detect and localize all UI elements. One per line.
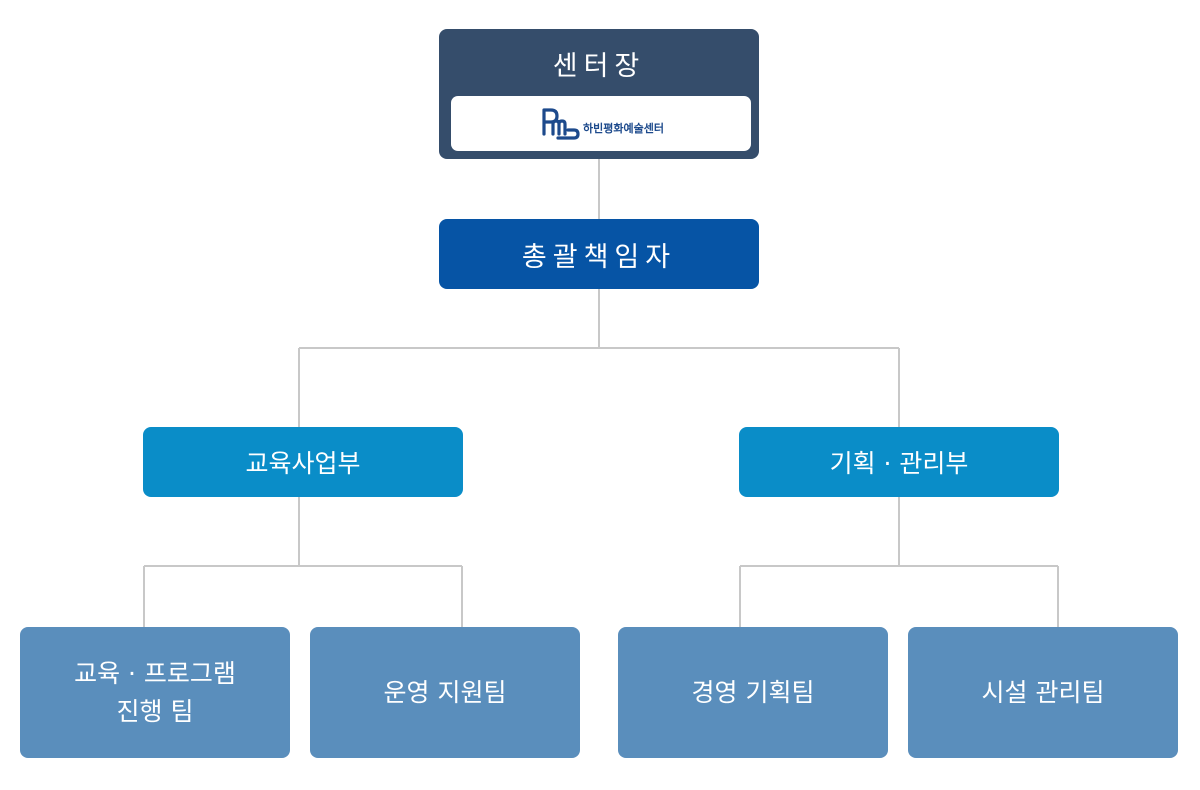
logo-text: 하빈평화예술센터 <box>583 121 664 135</box>
node-department-planning: 기획 · 관리부 <box>739 427 1059 497</box>
team-title-line1: 경영 기획팀 <box>691 677 815 707</box>
pme-logo-icon <box>542 107 580 140</box>
department-title: 교육사업부 <box>245 449 361 478</box>
department-title: 기획 · 관리부 <box>829 449 969 478</box>
node-team-management-planning: 경영 기획팀 <box>618 627 888 758</box>
team-title-line1: 운영 지원팀 <box>383 677 507 707</box>
node-team-facility-management: 시설 관리팀 <box>908 627 1178 758</box>
team-title-line2: 진행 팀 <box>116 696 194 726</box>
node-director: 센터장 하빈평화예술센터 <box>439 29 759 159</box>
director-title: 센터장 <box>552 51 646 82</box>
chief-title: 총괄책임자 <box>521 241 677 273</box>
node-team-operation-support: 운영 지원팀 <box>310 627 580 758</box>
center-logo: 하빈평화예술센터 <box>451 96 751 151</box>
team-title-line1: 교육 · 프로그램 <box>74 658 236 688</box>
node-department-education: 교육사업부 <box>143 427 463 497</box>
node-chief: 총괄책임자 <box>439 219 759 289</box>
node-team-education-program: 교육 · 프로그램 진행 팀 <box>20 627 290 758</box>
team-title-line1: 시설 관리팀 <box>981 677 1105 707</box>
